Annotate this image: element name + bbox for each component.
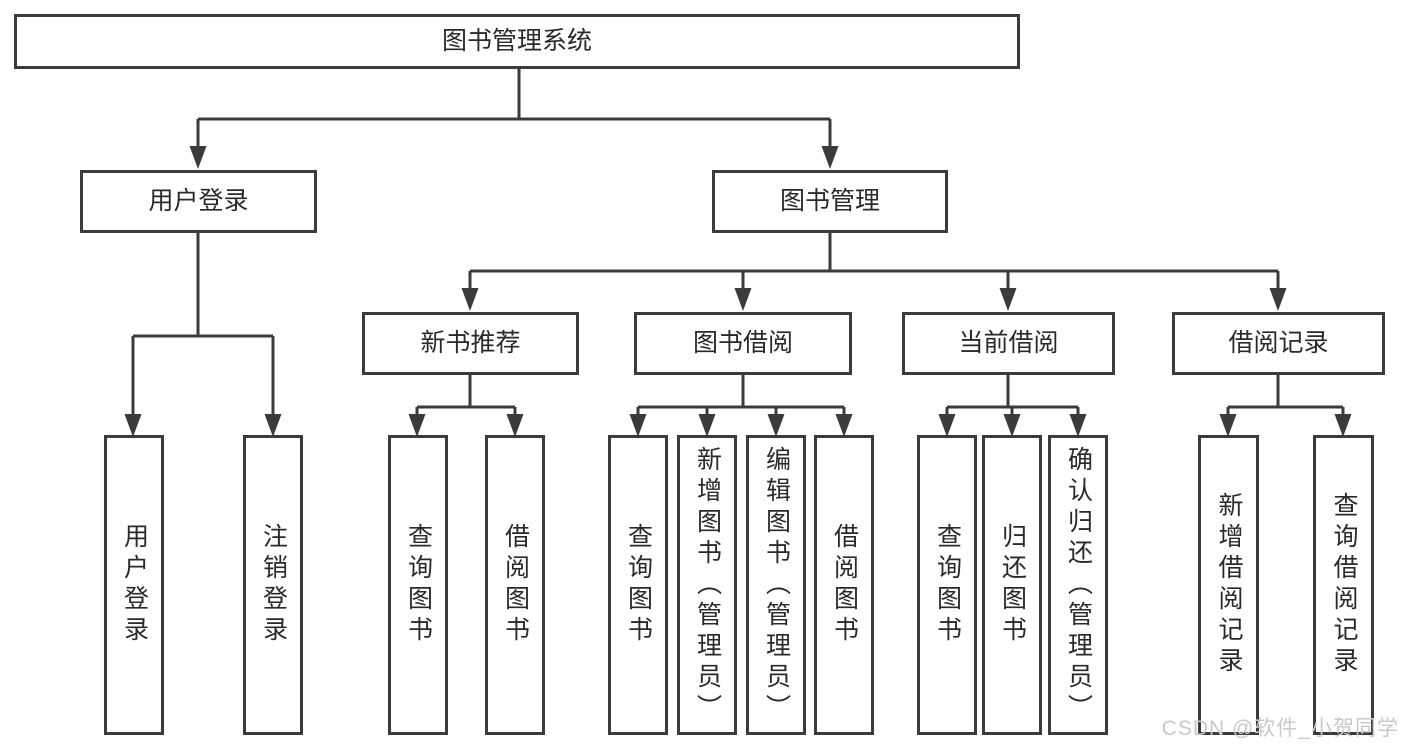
leaf-label: 借阅图书 — [830, 523, 859, 647]
csdn-watermark: CSDN @软件_小贺同学 — [1161, 717, 1399, 740]
node-book-management: 图书管理 — [712, 170, 948, 233]
node-current-borrow: 当前借阅 — [902, 312, 1115, 375]
leaf-logout: 注销登录 — [243, 435, 303, 735]
node-label: 用户登录 — [148, 187, 249, 215]
leaf-query-book-current: 查询图书 — [917, 435, 977, 735]
node-label: 图书管理系统 — [441, 27, 592, 55]
node-user-login: 用户登录 — [80, 170, 317, 233]
leaf-label: 编辑图书（管理员） — [762, 445, 791, 725]
leaf-confirm-return-admin: 确认归还（管理员） — [1048, 435, 1108, 735]
leaf-edit-book-admin: 编辑图书（管理员） — [746, 435, 806, 735]
leaf-borrow-book-recommend: 借阅图书 — [485, 435, 545, 735]
leaf-query-borrow-record: 查询借阅记录 — [1313, 435, 1374, 735]
leaf-label: 查询图书 — [624, 523, 653, 647]
arrowheads — [124, 146, 1352, 437]
leaf-borrow-book: 借阅图书 — [814, 435, 874, 735]
leaf-query-book-recommend: 查询图书 — [388, 435, 448, 735]
node-label: 图书借阅 — [692, 329, 793, 357]
leaf-label: 新增借阅记录 — [1215, 492, 1243, 678]
leaf-label: 查询借阅记录 — [1330, 492, 1358, 678]
leaf-add-book-admin: 新增图书（管理员） — [677, 435, 737, 735]
node-book-borrow: 图书借阅 — [634, 312, 852, 375]
node-label: 当前借阅 — [958, 329, 1059, 357]
node-borrow-records: 借阅记录 — [1172, 312, 1385, 375]
leaf-label: 查询图书 — [933, 523, 962, 647]
node-label: 图书管理 — [779, 187, 880, 215]
leaf-query-book-borrow: 查询图书 — [608, 435, 668, 735]
leaf-add-borrow-record: 新增借阅记录 — [1198, 435, 1259, 735]
leaf-label: 确认归还（管理员） — [1064, 445, 1093, 725]
leaf-return-book: 归还图书 — [982, 435, 1042, 735]
leaf-user-login: 用户登录 — [104, 435, 164, 735]
node-label: 借阅记录 — [1228, 329, 1329, 357]
connector-paths — [131, 69, 1345, 416]
leaf-label: 用户登录 — [120, 523, 149, 647]
node-new-book-recommend: 新书推荐 — [362, 312, 579, 375]
leaf-label: 新增图书（管理员） — [693, 445, 722, 725]
node-label: 新书推荐 — [420, 329, 521, 357]
leaf-label: 归还图书 — [998, 523, 1027, 647]
leaf-label: 注销登录 — [259, 523, 288, 647]
node-library-management-system: 图书管理系统 — [14, 14, 1020, 69]
leaf-label: 借阅图书 — [501, 523, 530, 647]
leaf-label: 查询图书 — [404, 523, 433, 647]
